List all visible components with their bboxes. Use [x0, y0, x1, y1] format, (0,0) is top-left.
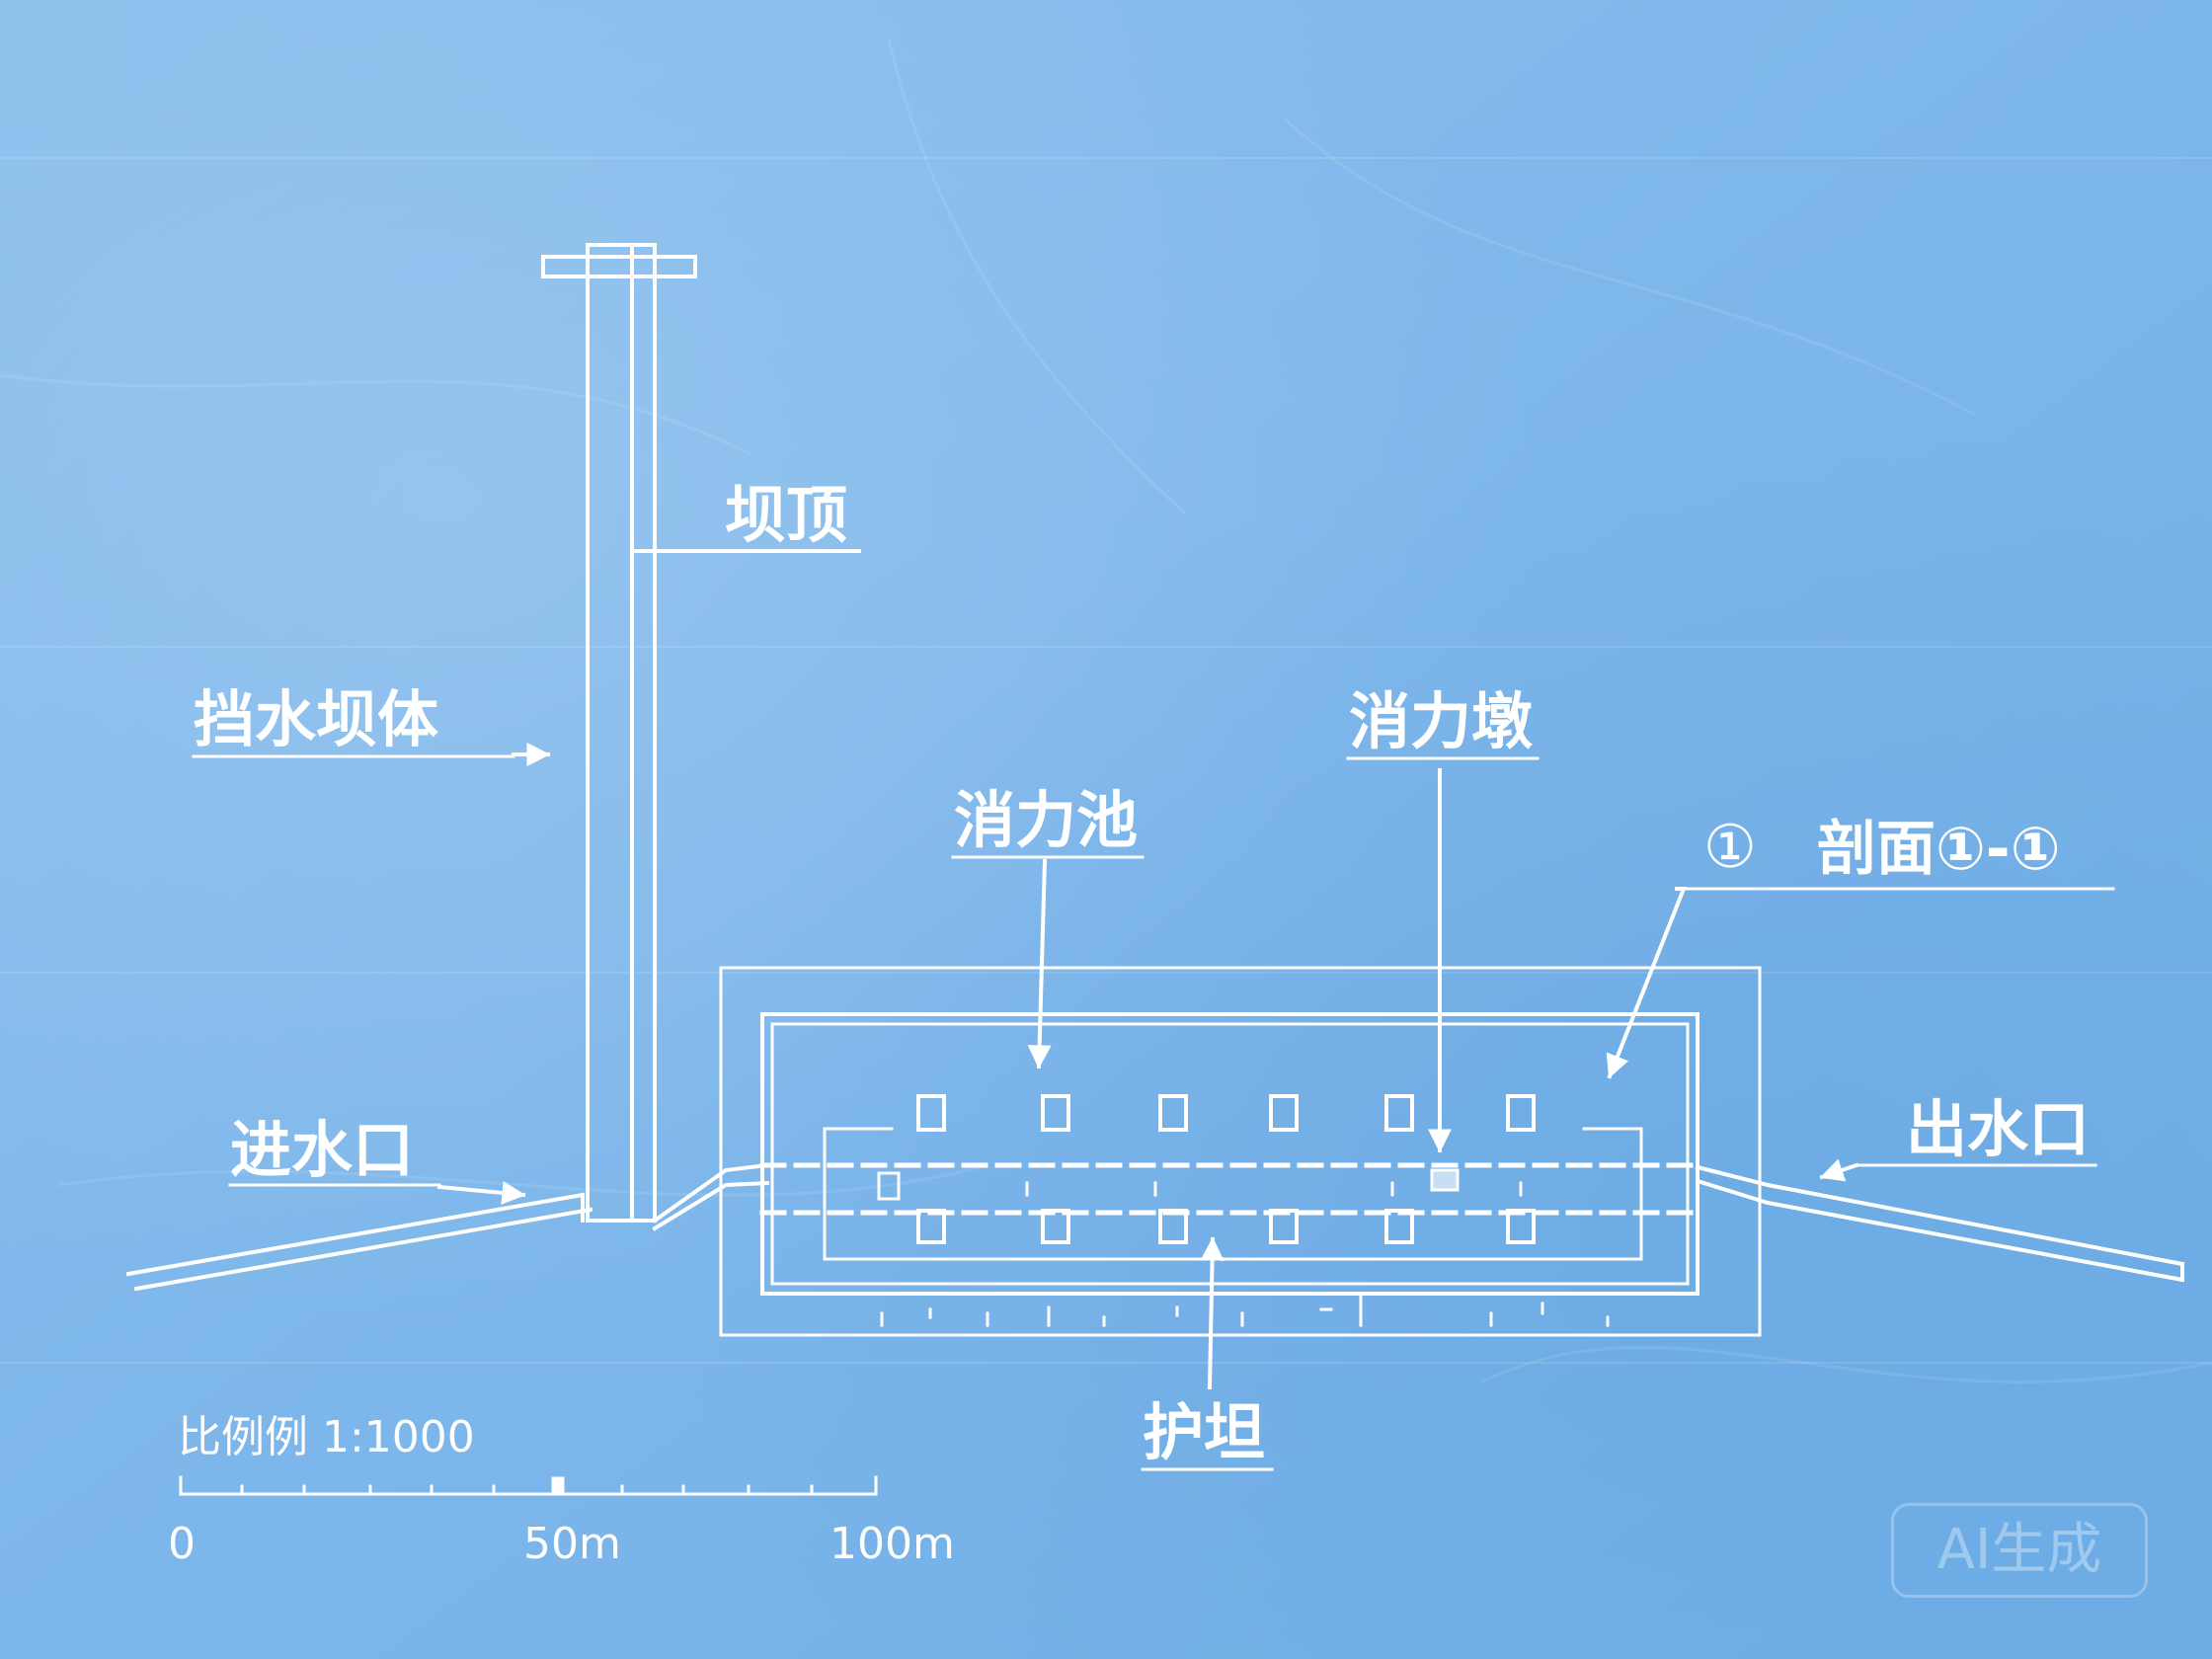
basin-arrow	[1027, 858, 1052, 1069]
paper-grid	[0, 157, 2212, 1364]
label-section-marker: ①	[1703, 813, 1757, 882]
scale-bar	[179, 1475, 878, 1496]
outlet-channel	[1695, 1164, 2185, 1283]
basin-bottom-ticks	[880, 1292, 1610, 1327]
dam-body	[541, 243, 697, 1223]
scale-title: 比例例 1:1000	[178, 1412, 475, 1462]
baffle-blocks-upper	[916, 1094, 1536, 1132]
label-baffle-block: 消力墩	[1349, 685, 1533, 757]
connecting-channel	[652, 1162, 770, 1231]
stilling-basin-outer-wall	[760, 1012, 1699, 1296]
label-inlet: 进水口	[230, 1114, 414, 1186]
label-section: 剖面①-①	[1817, 815, 2061, 884]
basin-outer-frame	[719, 966, 1762, 1337]
stilling-basin-inner-wall	[770, 1022, 1690, 1286]
paper-creases	[0, 39, 2212, 1384]
label-stilling-basin: 消力池	[954, 784, 1138, 856]
label-apron: 护坦	[1143, 1396, 1265, 1468]
inlet-channel	[125, 1192, 593, 1292]
watermark-text: AI生成	[1936, 1518, 2102, 1582]
scale-tick-0: 0	[168, 1519, 196, 1569]
label-dam-body: 挡水坝体	[194, 683, 438, 755]
baffle-block-highlight	[1430, 1168, 1460, 1192]
baffle-blocks-lower	[877, 1171, 1536, 1244]
label-dam-crest: 坝顶	[725, 479, 847, 551]
label-underlines	[192, 549, 2115, 1471]
scale-tick-50: 50m	[523, 1519, 621, 1569]
apron-arrow	[1200, 1236, 1224, 1390]
outlet-arrow	[1819, 1158, 1859, 1182]
label-outlet: 出水口	[1906, 1093, 2090, 1165]
watermark-box	[1891, 1503, 2148, 1598]
scale-tick-100: 100m	[830, 1519, 955, 1569]
channel-midline-ticks	[1025, 1181, 1523, 1197]
inner-channel	[823, 1127, 1643, 1261]
inlet-arrow	[436, 1181, 526, 1205]
